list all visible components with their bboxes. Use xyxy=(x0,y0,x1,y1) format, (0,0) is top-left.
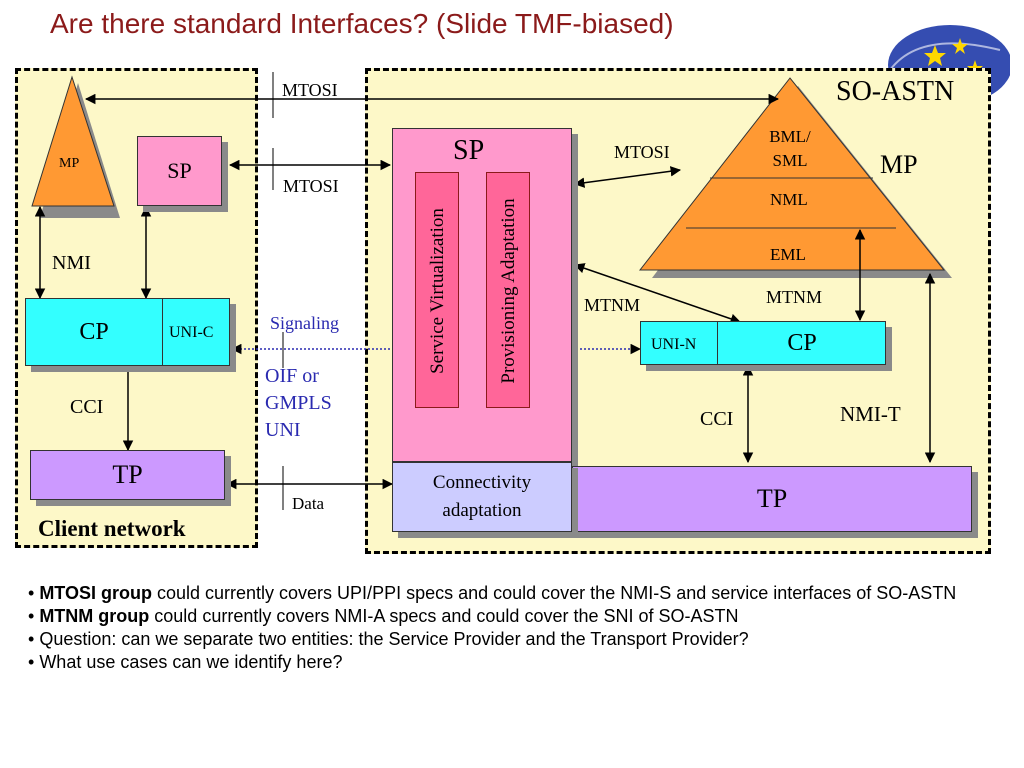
soastn-tp-box: TP xyxy=(572,466,972,532)
client-sp-box: SP xyxy=(137,136,222,206)
connectivity-adaptation-box: Connectivity adaptation xyxy=(392,462,572,532)
nmi-label: NMI xyxy=(52,252,91,274)
client-network-label: Client network xyxy=(38,516,186,541)
soastn-mp-triangle xyxy=(638,77,946,271)
bml-sml-label: BML/ SML xyxy=(769,127,811,170)
bullet-item: • What use cases can we identify here? xyxy=(28,652,343,672)
oif-gmpls-uni-label: OIF or GMPLS UNI xyxy=(265,365,332,441)
bullet-item: • Question: can we separate two entities… xyxy=(28,629,749,649)
soastn-cp-box: UNI-N CP xyxy=(640,321,886,365)
service-virtualization-box: Service Virtualization xyxy=(415,172,459,408)
uni-n-label: UNI-N xyxy=(651,336,697,353)
mtnm-left-label: MTNM xyxy=(584,295,641,315)
soastn-cp-label: CP xyxy=(787,329,817,356)
client-tp-box: TP xyxy=(30,450,225,500)
eml-label: EML xyxy=(770,245,806,264)
so-astn-label: SO-ASTN xyxy=(836,76,955,107)
page-title: Are there standard Interfaces? (Slide TM… xyxy=(50,8,674,39)
signaling-label: Signaling xyxy=(270,313,340,333)
provisioning-adaptation-label: Provisioning Adaptation xyxy=(498,198,519,384)
soastn-sp-label: SP xyxy=(453,135,485,166)
connectivity-adaptation-label: Connectivity adaptation xyxy=(432,472,532,521)
client-tp-label: TP xyxy=(112,460,143,489)
bullet-list: • MTOSI group could currently covers UPI… xyxy=(28,582,998,674)
soastn-mp-label: MP xyxy=(880,150,918,179)
mtosi-mid-label: MTOSI xyxy=(283,176,339,196)
mtnm-right-label: MTNM xyxy=(766,287,823,307)
bullet-item: • MTOSI group could currently covers UPI… xyxy=(28,583,957,603)
client-cp-box: CP UNI-C xyxy=(25,298,230,366)
service-virtualization-label: Service Virtualization xyxy=(427,208,448,374)
client-cp-label: CP xyxy=(79,318,109,345)
mtosi-top-label: MTOSI xyxy=(282,80,338,100)
client-mp-label: MP xyxy=(59,156,80,171)
nmi-t-label: NMI-T xyxy=(840,402,901,426)
client-sp-label: SP xyxy=(167,158,192,183)
mtosi-right-label: MTOSI xyxy=(614,142,670,162)
provisioning-adaptation-box: Provisioning Adaptation xyxy=(486,172,530,408)
client-cci-label: CCI xyxy=(70,396,104,418)
soastn-cci-label: CCI xyxy=(700,408,734,430)
uni-c-label: UNI-C xyxy=(169,324,214,341)
nml-label: NML xyxy=(770,190,808,209)
data-label: Data xyxy=(292,494,325,513)
soastn-tp-label: TP xyxy=(756,484,788,513)
client-mp-triangle xyxy=(31,75,115,207)
bullet-item: • MTNM group could currently covers NMI-… xyxy=(28,606,739,626)
